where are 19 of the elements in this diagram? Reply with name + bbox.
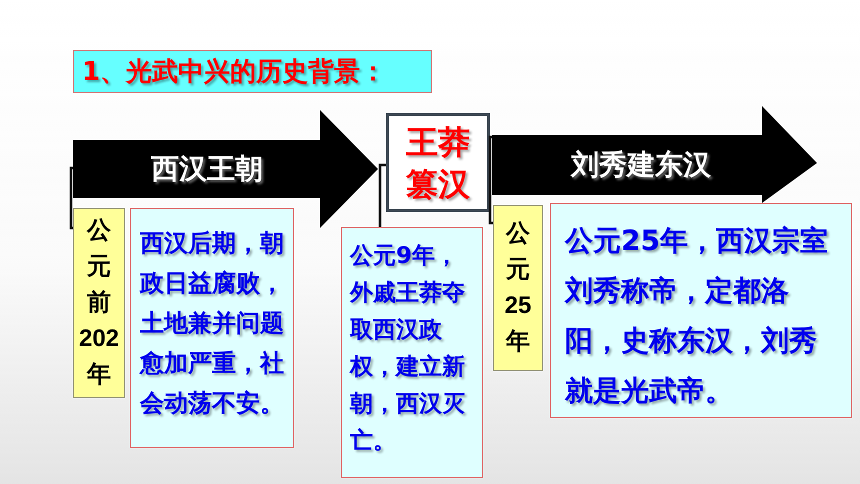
date-text: 公元前202年	[78, 216, 120, 390]
note-text: 公元25年，西汉宗室刘秀称帝，定都洛阳，史称东汉，刘秀就是光武帝。	[565, 223, 829, 409]
arrow-label: 刘秀建东汉	[571, 147, 711, 183]
event-box	[386, 113, 490, 212]
date-tag	[73, 208, 125, 398]
connector-line	[488, 136, 493, 224]
date-tag	[493, 205, 543, 371]
heading-text: 1、光武中兴的历史背景：	[82, 56, 386, 89]
note-card	[341, 227, 483, 478]
date-text: 公元25年	[504, 219, 532, 357]
note-card	[130, 208, 294, 448]
note-text: 西汉后期，朝政日益腐败，土地兼并问题愈加严重，社会动荡不安。	[140, 228, 285, 419]
arrow-label: 西汉王朝	[151, 151, 263, 187]
note-text: 公元9年，外戚王莽夺取西汉政权，建立新朝，西汉灭亡。	[350, 242, 466, 456]
arrow-banner	[492, 106, 817, 203]
note-card	[550, 203, 852, 418]
connector-line	[378, 164, 386, 227]
connector-line	[70, 166, 73, 230]
event-title: 王莽篡汉	[404, 122, 471, 204]
